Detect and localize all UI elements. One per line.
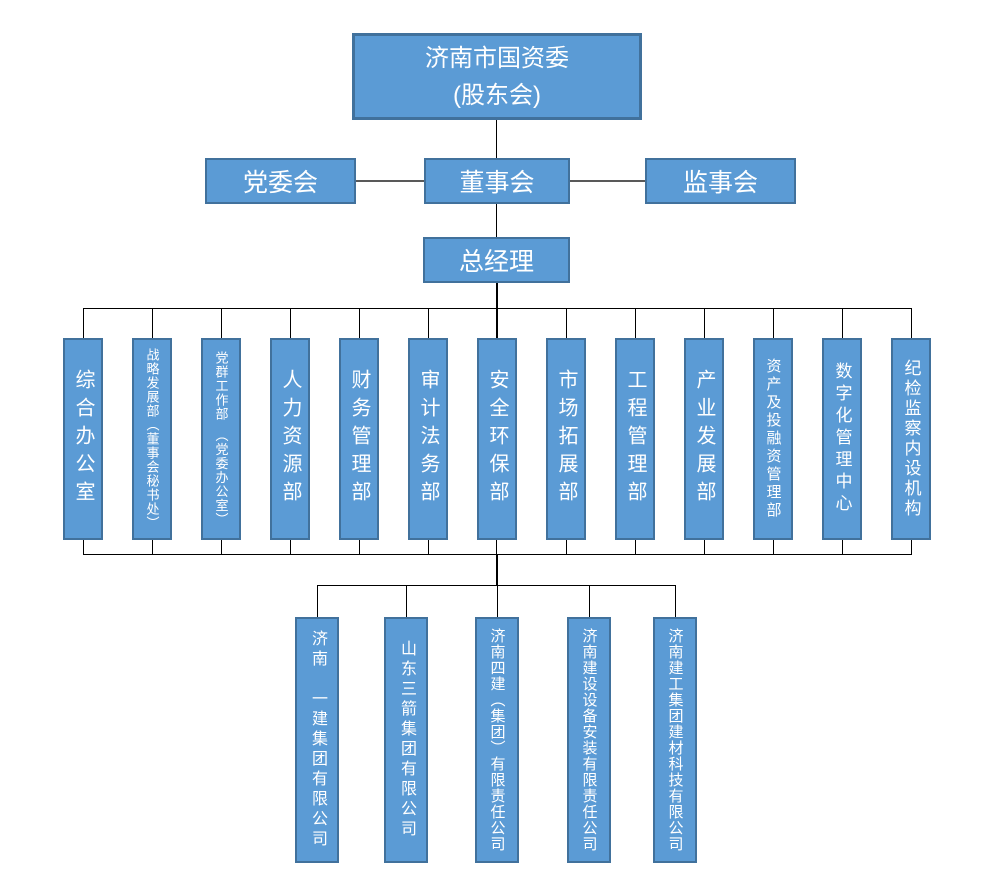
connector-drop-dept-1 (83, 308, 84, 338)
connector-dept-9-down (635, 540, 636, 554)
party-committee-label: 党委会 (242, 169, 318, 197)
node-sub-jinan-building-materials-tech: 济南建工集团建材科技有限公司 (653, 617, 697, 863)
connector-drop-dept-7 (496, 308, 498, 338)
connector-drop-dept-9 (635, 308, 636, 338)
supervisory-board-label: 监事会 (682, 169, 758, 197)
board-of-directors-label: 董事会 (459, 169, 535, 197)
connector-dept-10-down (704, 540, 705, 554)
dept-financial-management-label: 财务管理部 (348, 369, 370, 509)
sub-shandong-sanjian-group-label: 山东三箭集团有限公司 (398, 640, 415, 840)
node-dept-party-mass-work: 党群工作部 （党委办公室） (201, 338, 241, 540)
dept-digital-management-center-label: 数字化管理中心 (832, 362, 852, 516)
connector-drop-dept-3 (221, 308, 222, 338)
connector-drop-dept-12 (842, 308, 843, 338)
shareholders-title-line2: (股东会) (453, 81, 541, 109)
connector-dept-1-down (83, 540, 84, 554)
connector-gm-to-bus (496, 283, 498, 308)
node-sub-shandong-sanjian-group: 山东三箭集团有限公司 (384, 617, 428, 863)
node-dept-asset-investment-financing: 资产及投融资管理部 (753, 338, 793, 540)
node-dept-engineering-management: 工程管理部 (615, 338, 655, 540)
dept-market-expansion-label: 市场拓展部 (555, 369, 577, 509)
sub-jinan-equipment-installation-label: 济南建设设备安装有限责任公司 (580, 628, 598, 852)
dept-discipline-inspection-label: 纪检监察内设机构 (901, 359, 921, 519)
connector-drop-sub-2 (406, 585, 407, 617)
subsidiary-bus (317, 585, 675, 586)
node-supervisory-board: 监事会 (645, 158, 796, 204)
connector-dept-12-down (842, 540, 843, 554)
dept-party-mass-work-label: 党群工作部 （党委办公室） (213, 351, 229, 527)
node-dept-human-resources: 人力资源部 (270, 338, 310, 540)
dept-safety-environment-label: 安全环保部 (486, 369, 508, 509)
connector-drop-sub-5 (675, 585, 676, 617)
node-dept-strategic-development: 战略发展部（董事会秘书处） (132, 338, 172, 540)
node-shareholders-meeting: 济南市国资委 (股东会) (352, 33, 642, 120)
dept-general-office-label: 综合办公室 (72, 369, 94, 509)
connector-drop-dept-10 (704, 308, 705, 338)
shareholders-title-line1: 济南市国资委 (425, 44, 569, 72)
dept-audit-legal-label: 审计法务部 (417, 369, 439, 509)
node-dept-safety-environment: 安全环保部 (477, 338, 517, 540)
connector-board-to-gm (496, 204, 497, 237)
sub-jinan-yijian-group-label: 济南 一建集团有限公司 (309, 630, 326, 850)
node-dept-discipline-inspection: 纪检监察内设机构 (891, 338, 931, 540)
connector-drop-dept-11 (773, 308, 774, 338)
connector-bus-to-subsidiaries (496, 554, 498, 585)
connector-dept-7-down (496, 540, 497, 554)
connector-drop-dept-2 (152, 308, 153, 338)
node-sub-jinan-sijian-group: 济南四建（集团）有限责任公司 (475, 617, 519, 863)
node-general-manager: 总经理 (423, 237, 570, 283)
connector-dept-8-down (566, 540, 567, 554)
node-dept-market-expansion: 市场拓展部 (546, 338, 586, 540)
connector-dept-5-down (359, 540, 360, 554)
dept-asset-investment-financing-label: 资产及投融资管理部 (764, 358, 782, 520)
connector-dept-2-down (152, 540, 153, 554)
connector-dept-11-down (773, 540, 774, 554)
connector-root-to-board (496, 120, 497, 158)
connector-drop-dept-6 (428, 308, 429, 338)
connector-drop-sub-1 (317, 585, 318, 617)
dept-industrial-development-label: 产业发展部 (693, 369, 715, 509)
connector-dept-4-down (290, 540, 291, 554)
node-dept-industrial-development: 产业发展部 (684, 338, 724, 540)
connector-drop-sub-3 (497, 585, 498, 617)
connector-board-to-supervisory (570, 180, 645, 182)
sub-jinan-sijian-group-label: 济南四建（集团）有限责任公司 (488, 628, 506, 852)
node-sub-jinan-yijian-group: 济南 一建集团有限公司 (295, 617, 339, 863)
connector-dept-6-down (428, 540, 429, 554)
dept-engineering-management-label: 工程管理部 (624, 369, 646, 509)
node-dept-audit-legal: 审计法务部 (408, 338, 448, 540)
connector-party-to-board (355, 180, 424, 182)
connector-drop-sub-4 (589, 585, 590, 617)
node-dept-financial-management: 财务管理部 (339, 338, 379, 540)
sub-jinan-building-materials-tech-label: 济南建工集团建材科技有限公司 (666, 628, 684, 852)
node-sub-jinan-equipment-installation: 济南建设设备安装有限责任公司 (567, 617, 611, 863)
connector-drop-dept-8 (566, 308, 567, 338)
node-dept-digital-management-center: 数字化管理中心 (822, 338, 862, 540)
node-party-committee: 党委会 (205, 158, 356, 204)
connector-drop-dept-13 (911, 308, 912, 338)
general-manager-label: 总经理 (458, 248, 534, 276)
connector-drop-dept-4 (290, 308, 291, 338)
dept-strategic-development-label: 战略发展部（董事会秘书处） (144, 348, 160, 530)
connector-dept-13-down (911, 540, 912, 554)
node-dept-general-office: 综合办公室 (63, 338, 103, 540)
dept-human-resources-label: 人力资源部 (279, 369, 301, 509)
node-board-of-directors: 董事会 (424, 158, 570, 204)
connector-dept-3-down (221, 540, 222, 554)
connector-drop-dept-5 (359, 308, 360, 338)
